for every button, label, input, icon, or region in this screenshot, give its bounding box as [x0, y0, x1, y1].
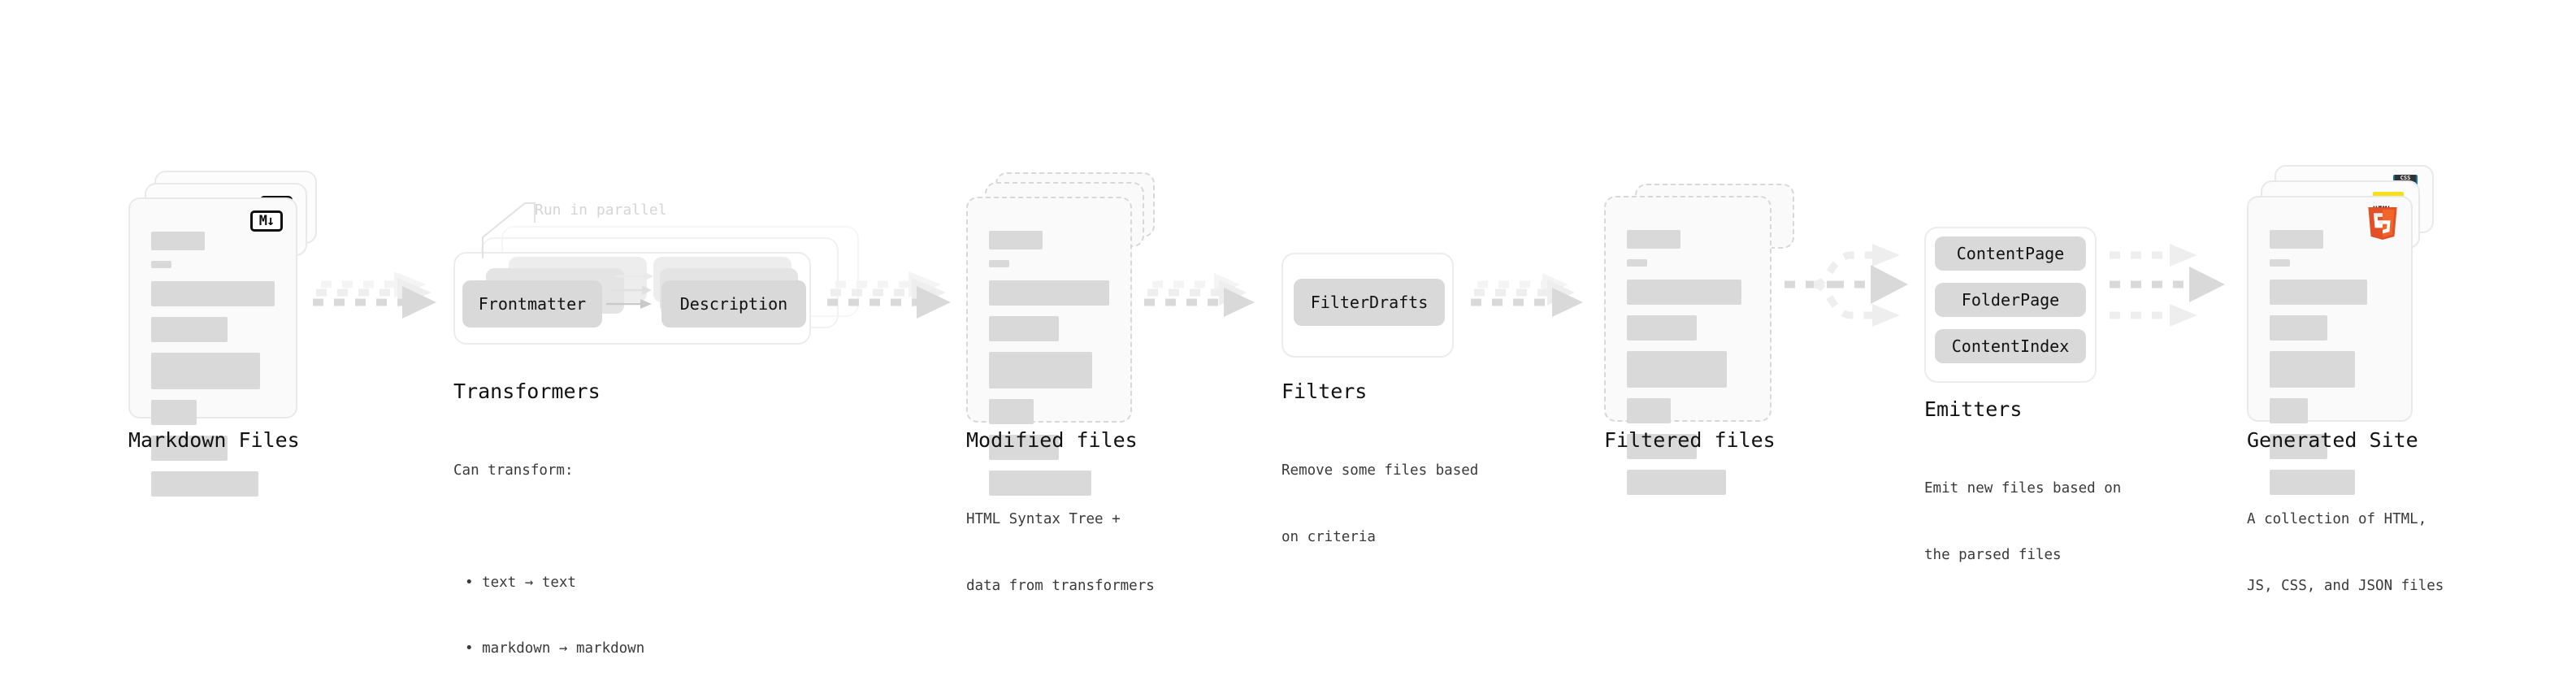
card-placeholder-bars	[989, 231, 1109, 506]
connector-filtered-to-emitters	[1785, 244, 1908, 327]
site-card-front: HTML	[2247, 196, 2413, 495]
transformers-description: Can transform: • text → text • markdown …	[453, 416, 644, 681]
generated-site-description-line-1: JS, CSS, and JSON files	[2247, 577, 2444, 594]
transformer-chip-description[interactable]: Description	[661, 280, 806, 327]
run-in-parallel-leader	[482, 202, 536, 258]
caption-filtered-files: Filtered files	[1604, 428, 1776, 452]
caption-transformers: Transformers	[453, 380, 601, 403]
card-placeholder-bars	[1627, 230, 1749, 505]
html5-shield-glyph	[2368, 207, 2397, 240]
connector-filters-to-filtered	[1471, 273, 1583, 317]
caption-markdown-files: Markdown Files	[128, 428, 300, 452]
connector-emitters-to-site	[2110, 244, 2225, 327]
markdown-card-front: M↓	[128, 197, 297, 497]
html5-icon: HTML	[2364, 206, 2401, 249]
emitters-description-line-0: Emit new files based on	[1924, 480, 2122, 497]
caption-filters: Filters	[1281, 380, 1368, 403]
connector-transformers-to-modified	[827, 271, 951, 319]
emitters-description-line-1: the parsed files	[1924, 546, 2062, 563]
connector-modified-to-filters	[1144, 273, 1255, 317]
modified-files-description-line-0: HTML Syntax Tree +	[966, 511, 1121, 528]
filtered-card-front	[1604, 196, 1772, 495]
modified-files-description-line-1: data from transformers	[966, 577, 1155, 594]
caption-emitters: Emitters	[1924, 397, 2023, 421]
caption-generated-site: Generated Site	[2247, 428, 2418, 452]
css3-icon-label: CSS	[2395, 175, 2416, 182]
modified-card-front	[966, 197, 1132, 496]
filters-description-line-1: on criteria	[1281, 528, 1376, 545]
transformers-description-item-1: • markdown → markdown	[465, 640, 645, 657]
emitter-chip-folderpage[interactable]: FolderPage	[1935, 283, 2086, 317]
transformers-description-intro: Can transform:	[453, 462, 574, 479]
markdown-icon: M↓	[250, 210, 283, 232]
filters-description-line-0: Remove some files based	[1281, 462, 1479, 479]
generated-site-description: A collection of HTML, JS, CSS, and JSON …	[2247, 465, 2444, 641]
filter-chip-filterdrafts[interactable]: FilterDrafts	[1294, 279, 1445, 326]
emitters-description: Emit new files based on the parsed files	[1924, 434, 2121, 610]
filters-description: Remove some files based on criteria	[1281, 416, 1478, 592]
transformer-chip-frontmatter[interactable]: Frontmatter	[462, 280, 602, 327]
card-placeholder-bars	[2270, 230, 2390, 505]
transformer-inner-arrows	[606, 271, 653, 309]
modified-files-description: HTML Syntax Tree + data from transformer…	[966, 465, 1155, 641]
emitter-chip-contentindex[interactable]: ContentIndex	[1935, 329, 2086, 363]
caption-modified-files: Modified files	[966, 428, 1138, 452]
card-placeholder-bars	[151, 232, 275, 507]
run-in-parallel-label: Run in parallel	[535, 202, 667, 219]
transformers-description-item-0: • text → text	[465, 574, 576, 591]
connector-markdown-to-transformers	[313, 271, 436, 319]
generated-site-description-line-0: A collection of HTML,	[2247, 511, 2427, 528]
emitter-chip-contentpage[interactable]: ContentPage	[1935, 236, 2086, 271]
